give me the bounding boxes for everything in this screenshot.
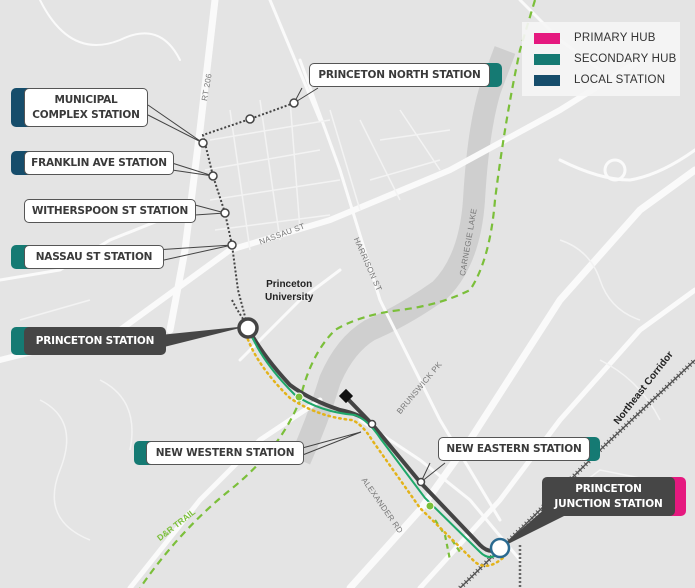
callout-municipal-complex-station[interactable]: MUNICIPAL COMPLEX STATION: [24, 88, 148, 127]
callout-franklin-ave-station[interactable]: FRANKLIN AVE STATION: [24, 151, 174, 175]
callout-nassau-st-station[interactable]: NASSAU ST STATION: [24, 245, 164, 269]
primary-hub-swatch: [534, 32, 560, 44]
legend-item-primary: PRIMARY HUB: [534, 32, 656, 44]
local-station-swatch: [534, 74, 560, 86]
callout-princeton-station[interactable]: PRINCETON STATION: [24, 327, 166, 355]
callout-princeton-north-station[interactable]: PRINCETON NORTH STATION: [309, 63, 490, 87]
callout-princeton-junction-station[interactable]: PRINCETON JUNCTION STATION: [542, 477, 675, 516]
legend: PRIMARY HUB SECONDARY HUB LOCAL STATION: [522, 22, 680, 96]
callout-witherspoon-st-station[interactable]: WITHERSPOON ST STATION: [24, 199, 196, 223]
legend-item-secondary: SECONDARY HUB: [534, 53, 677, 65]
callout-new-western-station[interactable]: NEW WESTERN STATION: [146, 441, 304, 465]
secondary-hub-swatch: [534, 53, 560, 65]
princeton-university-label: Princeton University: [265, 279, 314, 303]
callout-new-eastern-station[interactable]: NEW EASTERN STATION: [438, 437, 590, 461]
legend-item-local: LOCAL STATION: [534, 74, 665, 86]
